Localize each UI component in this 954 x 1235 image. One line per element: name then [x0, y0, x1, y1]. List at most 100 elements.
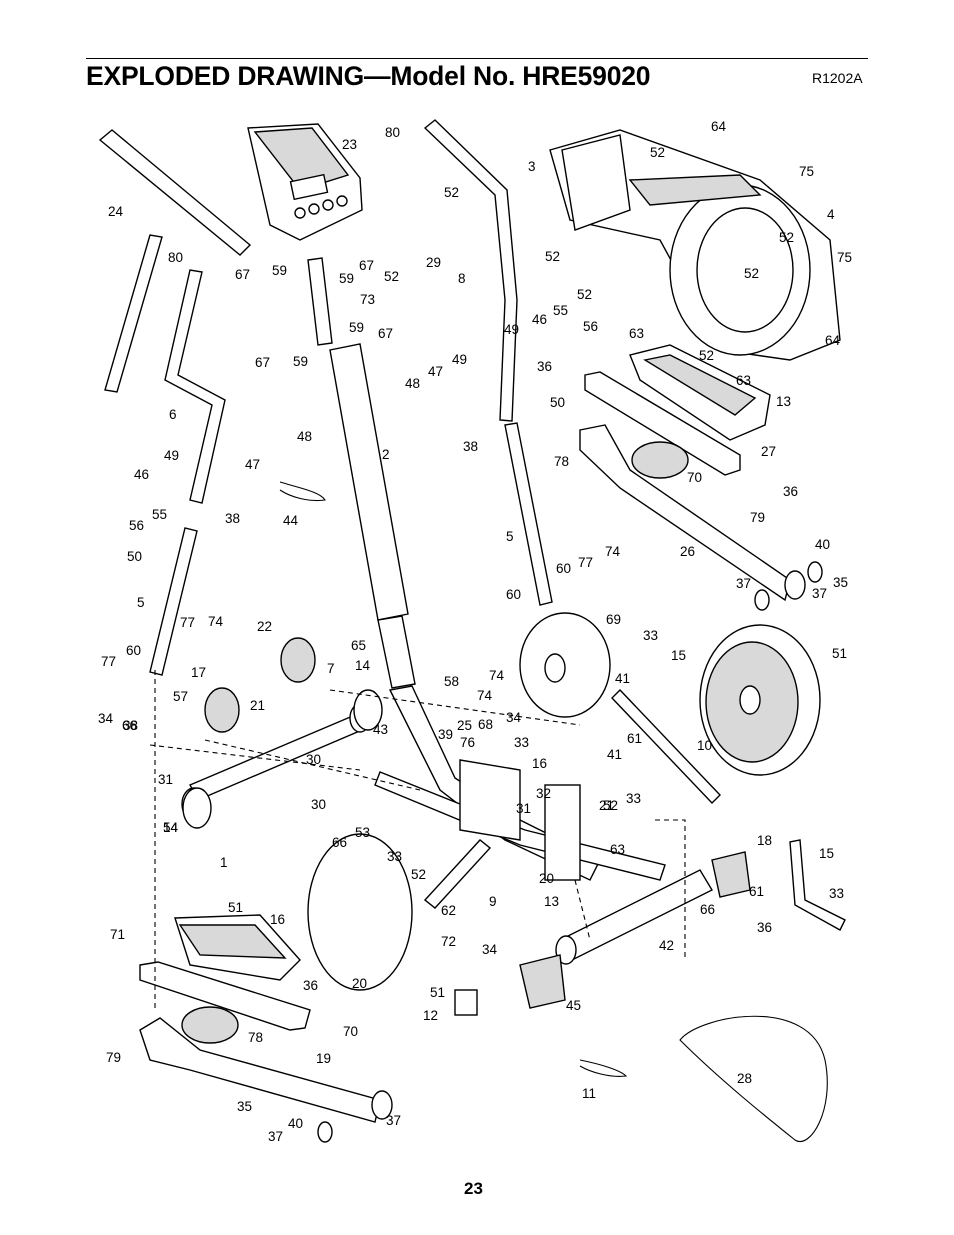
part-callout-36: 36 — [783, 484, 798, 499]
part-callout-55: 55 — [152, 507, 167, 522]
part-callout-58: 58 — [444, 674, 459, 689]
part-callout-41: 41 — [607, 747, 622, 762]
part-callout-48: 48 — [297, 429, 312, 444]
part-callout-36: 36 — [303, 978, 318, 993]
part-callout-74: 74 — [208, 614, 224, 629]
part-callout-67: 67 — [255, 355, 270, 370]
part-callout-5: 5 — [137, 595, 145, 610]
part-callout-26: 26 — [680, 544, 695, 559]
part-callout-35: 35 — [237, 1099, 252, 1114]
part-callout-60: 60 — [126, 643, 141, 658]
part-callout-66: 66 — [332, 835, 347, 850]
part-callout-33: 33 — [626, 791, 641, 806]
part-callout-56: 56 — [129, 518, 144, 533]
part-callout-56: 56 — [583, 319, 598, 334]
part-callout-52: 52 — [444, 185, 459, 200]
part-callout-16: 16 — [532, 756, 547, 771]
part-callout-64: 64 — [825, 333, 841, 348]
part-callout-61: 61 — [627, 731, 642, 746]
part-callout-63: 63 — [629, 326, 644, 341]
part-callout-60: 60 — [556, 561, 571, 576]
drawing-reference-code: R1202A — [812, 70, 863, 86]
part-callout-51: 51 — [832, 646, 847, 661]
part-callout-9: 9 — [489, 894, 497, 909]
part-callout-47: 47 — [245, 457, 260, 472]
part-callout-33: 33 — [514, 735, 529, 750]
part-callout-67: 67 — [378, 326, 393, 341]
part-callout-7: 7 — [327, 661, 335, 676]
header-rule — [86, 58, 868, 59]
part-callout-52: 52 — [603, 798, 618, 813]
part-callout-78: 78 — [554, 454, 569, 469]
part-callout-19: 19 — [316, 1051, 331, 1066]
part-callout-31: 31 — [516, 801, 531, 816]
part-callout-31: 31 — [158, 772, 173, 787]
part-callout-57: 57 — [173, 689, 188, 704]
part-callout-12: 12 — [423, 1008, 438, 1023]
part-callout-72: 72 — [441, 934, 456, 949]
part-callout-48: 48 — [405, 376, 420, 391]
part-callout-2: 2 — [382, 447, 390, 462]
part-callout-5: 5 — [506, 529, 514, 544]
part-callout-30: 30 — [311, 797, 326, 812]
part-callout-64: 64 — [711, 119, 727, 134]
part-callout-15: 15 — [819, 846, 834, 861]
part-callout-52: 52 — [699, 348, 714, 363]
part-callout-14: 14 — [163, 820, 179, 835]
part-callout-63: 63 — [610, 842, 625, 857]
part-callout-52: 52 — [411, 867, 426, 882]
part-callout-62: 62 — [441, 903, 456, 918]
part-callout-37: 37 — [268, 1129, 283, 1144]
part-callout-43: 43 — [373, 722, 388, 737]
part-callout-46: 46 — [532, 312, 547, 327]
part-callout-79: 79 — [750, 510, 765, 525]
part-callout-6: 6 — [169, 407, 177, 422]
part-callout-10: 10 — [697, 738, 712, 753]
part-callout-8: 8 — [458, 271, 466, 286]
part-callout-46: 46 — [134, 467, 149, 482]
part-callout-36: 36 — [537, 359, 552, 374]
part-callout-59: 59 — [349, 320, 364, 335]
part-callout-68: 68 — [478, 717, 493, 732]
part-callout-52: 52 — [545, 249, 560, 264]
part-callout-50: 50 — [127, 549, 142, 564]
part-callout-33: 33 — [387, 849, 402, 864]
part-callout-40: 40 — [288, 1116, 303, 1131]
part-callout-24: 24 — [108, 204, 124, 219]
part-callout-21: 21 — [250, 698, 265, 713]
part-callout-34: 34 — [98, 711, 114, 726]
part-callout-49: 49 — [164, 448, 179, 463]
part-callout-79: 79 — [106, 1050, 121, 1065]
part-callout-77: 77 — [101, 654, 116, 669]
part-callout-35: 35 — [833, 575, 848, 590]
part-callout-66: 66 — [122, 718, 137, 733]
part-callout-11: 11 — [582, 1086, 596, 1101]
part-callout-28: 28 — [737, 1071, 752, 1086]
part-callout-34: 34 — [506, 710, 522, 725]
part-callout-67: 67 — [359, 258, 374, 273]
part-callout-75: 75 — [799, 164, 814, 179]
part-callout-20: 20 — [352, 976, 367, 991]
part-callout-59: 59 — [339, 271, 354, 286]
part-callout-49: 49 — [504, 322, 519, 337]
part-callout-70: 70 — [343, 1024, 358, 1039]
part-callout-80: 80 — [168, 250, 183, 265]
part-callout-52: 52 — [577, 287, 592, 302]
part-callout-3: 3 — [528, 159, 536, 174]
part-callout-50: 50 — [550, 395, 565, 410]
part-callout-32: 32 — [536, 786, 551, 801]
part-callout-29: 29 — [426, 255, 441, 270]
part-callout-59: 59 — [293, 354, 308, 369]
part-callout-4: 4 — [827, 207, 835, 222]
part-callout-37: 37 — [736, 576, 751, 591]
part-callout-74: 74 — [477, 688, 493, 703]
part-callout-16: 16 — [270, 912, 285, 927]
part-callout-75: 75 — [837, 250, 852, 265]
part-callout-37: 37 — [812, 586, 827, 601]
part-callout-17: 17 — [191, 665, 206, 680]
part-callout-76: 76 — [460, 735, 475, 750]
part-callout-61: 61 — [749, 884, 764, 899]
part-callout-44: 44 — [283, 513, 299, 528]
